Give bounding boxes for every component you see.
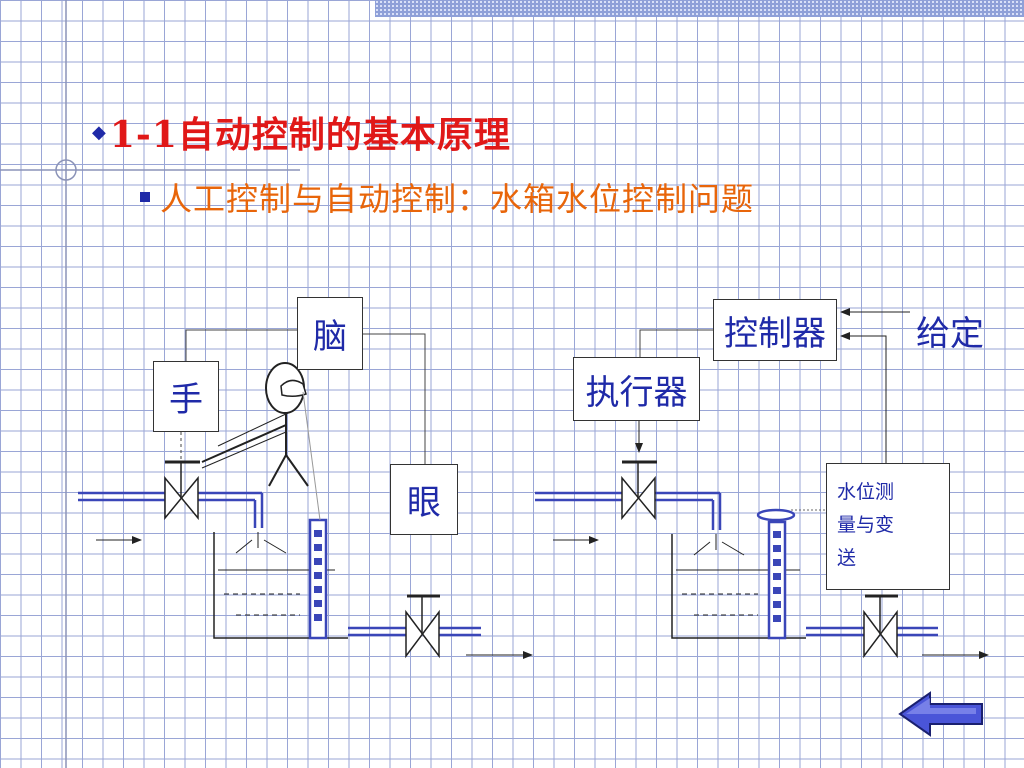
manual-inflow-valve-icon: [164, 460, 200, 521]
manual-water-tank: [213, 532, 348, 639]
operator-sight-line: [302, 391, 321, 521]
top-decoration-band: [375, 0, 1024, 17]
auto-outflow-valve-icon: [863, 594, 898, 659]
measurement-label-line1: 水位测: [837, 481, 895, 503]
manual-level-gauge-icon: [308, 518, 328, 640]
float-level-sensor-icon: [756, 508, 796, 640]
auto-inflow-valve-icon: [621, 460, 657, 521]
automatic-control-system: [535, 308, 989, 659]
eye-box: 眼: [390, 464, 458, 535]
back-arrow-icon[interactable]: [896, 689, 986, 739]
title-row: ◆ 1-1自动控制的基本原理: [92, 106, 511, 158]
controller-to-actuator-line: [639, 329, 713, 357]
auto-inflow-pipe: [535, 491, 722, 530]
controller-label: 控制器: [724, 313, 826, 354]
slide-title: 1-1自动控制的基本原理: [109, 114, 511, 156]
manual-inflow-pipe: [78, 491, 264, 528]
setpoint-label: 给定: [916, 314, 984, 354]
auto-water-splash-icon: [693, 534, 745, 556]
level-measurement-box: 水位测 量与变 送: [826, 463, 950, 590]
manual-control-system: [78, 329, 533, 659]
diamond-bullet-icon: ◆: [92, 121, 106, 143]
measurement-label-line2: 量与变: [837, 514, 895, 536]
actuator-label: 执行器: [585, 372, 688, 413]
auto-outflow-pipe: [806, 626, 938, 637]
manual-outflow-valve-icon: [405, 594, 440, 659]
brain-to-hand-line: [185, 329, 297, 361]
controller-box: 控制器: [713, 299, 837, 361]
subtitle-row: 人工控制与自动控制：水箱水位控制问题: [140, 174, 754, 220]
slide-subtitle: 人工控制与自动控制：水箱水位控制问题: [160, 180, 755, 218]
actuator-box: 执行器: [573, 357, 700, 421]
manual-outflow-pipe: [348, 626, 481, 637]
brain-to-eye-line: [363, 333, 426, 464]
manual-water-splash-icon: [235, 532, 287, 554]
brain-label: 脑: [313, 317, 347, 357]
hand-box: 手: [153, 361, 219, 432]
measurement-label-line3: 送: [837, 547, 857, 569]
hand-label: 手: [169, 380, 203, 420]
eye-label: 眼: [407, 483, 441, 523]
square-bullet-icon: [140, 192, 150, 202]
human-operator-icon: [201, 362, 309, 487]
brain-box: 脑: [297, 297, 363, 370]
feedback-arrow-icon: [840, 332, 887, 463]
